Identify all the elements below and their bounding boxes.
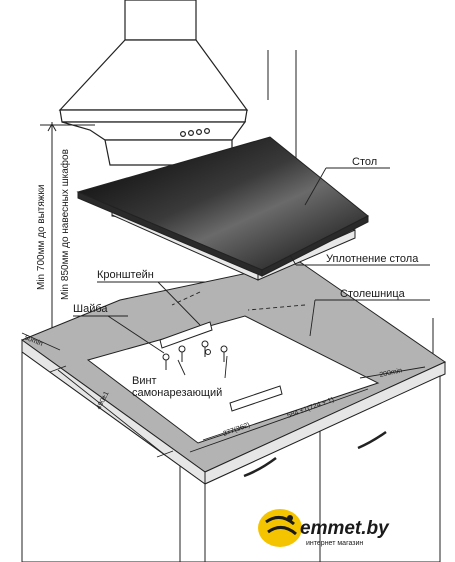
screw-label-line2: самонарезающий [132, 387, 222, 399]
cooktop [76, 136, 369, 281]
bracket-label: Кронштейн [97, 269, 154, 281]
logo-tagline: интернет магазин [306, 540, 363, 547]
mounting-hardware [159, 321, 283, 412]
leader-lines [73, 167, 430, 379]
countertop [20, 261, 447, 485]
min-cabinets-label: Min 850мм до навесных шкафов [59, 149, 71, 300]
side-offset-label: 200min [379, 367, 403, 379]
washer-label: Шайба [73, 303, 108, 315]
range-hood [58, 0, 249, 166]
table-label: Стол [352, 156, 377, 168]
emmet-logo: emmet.by интернет магазин [258, 509, 390, 547]
cutout-dimensions [21, 332, 426, 458]
table-seal-label: Уплотнение стола [326, 253, 419, 265]
min-hood-label: Min 700мм до вытяжки [36, 185, 47, 290]
logo-brand: emmet.by [300, 518, 390, 539]
countertop-label: Столешница [340, 288, 406, 300]
screw-label-line1: Винт [132, 375, 157, 387]
